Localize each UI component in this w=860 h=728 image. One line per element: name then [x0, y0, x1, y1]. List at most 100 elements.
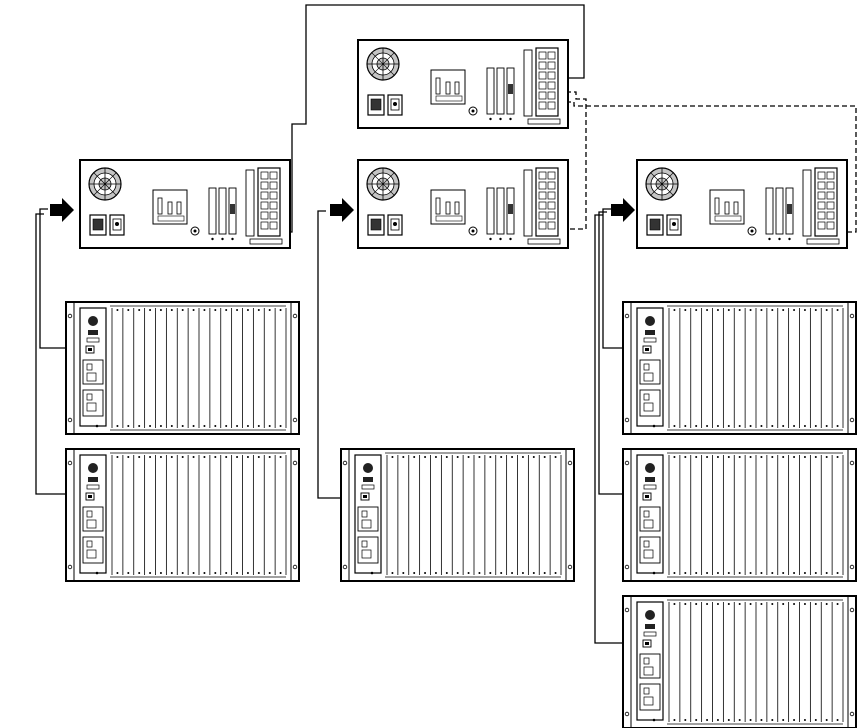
slot-screw	[837, 572, 839, 574]
slot-screw	[171, 309, 173, 311]
slot-screw	[500, 456, 502, 458]
slot-screw	[413, 456, 415, 458]
slot-screw	[511, 456, 513, 458]
slot-screw	[782, 425, 784, 427]
slot-screw	[116, 425, 118, 427]
slot-screw	[750, 719, 752, 721]
slot-screw	[544, 572, 546, 574]
slot-screw	[771, 456, 773, 458]
slot-screw	[782, 309, 784, 311]
slot-screw	[138, 572, 140, 574]
slot-screw	[225, 456, 227, 458]
slot-screw	[750, 309, 752, 311]
slot-screw	[203, 572, 205, 574]
slot-screw	[149, 309, 151, 311]
slot-screw	[127, 572, 129, 574]
slot-screw	[695, 572, 697, 574]
slot-screw	[717, 456, 719, 458]
slot-screw	[555, 572, 557, 574]
slot-screw	[193, 456, 195, 458]
slot-screw	[684, 719, 686, 721]
slot-screw	[511, 572, 513, 574]
host-right	[637, 160, 847, 248]
slot-screw	[182, 572, 184, 574]
slot-screw	[826, 425, 828, 427]
slot-screw	[815, 425, 817, 427]
slot-screw	[793, 456, 795, 458]
slot-screw	[214, 309, 216, 311]
slot-screw	[717, 719, 719, 721]
slot-screw	[280, 572, 282, 574]
slot-screw	[673, 572, 675, 574]
slot-screw	[446, 456, 448, 458]
slot-screw	[214, 425, 216, 427]
slot-screw	[160, 572, 162, 574]
slot-screw	[258, 309, 260, 311]
slot-screw	[280, 425, 282, 427]
slot-screw	[728, 603, 730, 605]
slot-screw	[149, 456, 151, 458]
slot-screw	[203, 456, 205, 458]
slot-screw	[826, 572, 828, 574]
slot-screw	[138, 309, 140, 311]
slot-screw	[435, 456, 437, 458]
slot-screw	[182, 425, 184, 427]
slot-screw	[149, 572, 151, 574]
slot-screw	[728, 719, 730, 721]
slot-screw	[728, 425, 730, 427]
slot-screw	[793, 603, 795, 605]
slot-screw	[815, 719, 817, 721]
slot-screw	[457, 572, 459, 574]
slot-screw	[522, 456, 524, 458]
slot-screw	[424, 456, 426, 458]
slot-screw	[760, 456, 762, 458]
slot-screw	[280, 456, 282, 458]
slot-screw	[478, 572, 480, 574]
slot-screw	[782, 456, 784, 458]
host-center	[358, 160, 568, 248]
slot-screw	[793, 425, 795, 427]
slot-screw	[258, 456, 260, 458]
slot-screw	[782, 572, 784, 574]
slot-screw	[258, 425, 260, 427]
slot-screw	[706, 456, 708, 458]
slot-screw	[258, 572, 260, 574]
slot-screw	[182, 309, 184, 311]
slot-screw	[837, 425, 839, 427]
slot-screw	[193, 425, 195, 427]
slot-screw	[760, 572, 762, 574]
slot-screw	[684, 309, 686, 311]
slot-screw	[695, 603, 697, 605]
slot-screw	[544, 456, 546, 458]
slot-screw	[673, 425, 675, 427]
slot-screw	[446, 572, 448, 574]
slot-screw	[782, 603, 784, 605]
slot-screw	[706, 572, 708, 574]
slot-screw	[804, 425, 806, 427]
slot-screw	[717, 603, 719, 605]
slot-screw	[695, 309, 697, 311]
slot-screw	[684, 603, 686, 605]
slot-screw	[728, 309, 730, 311]
slot-screw	[717, 309, 719, 311]
slot-screw	[247, 456, 249, 458]
slot-screw	[171, 425, 173, 427]
slot-screw	[116, 309, 118, 311]
slot-screw	[269, 572, 271, 574]
slot-screw	[826, 603, 828, 605]
slot-screw	[236, 456, 238, 458]
slot-screw	[269, 456, 271, 458]
slot-screw	[815, 309, 817, 311]
slot-screw	[771, 425, 773, 427]
host-top-center	[358, 40, 568, 128]
arrow-right-host	[611, 198, 635, 222]
slot-screw	[138, 425, 140, 427]
slot-screw	[391, 456, 393, 458]
slot-screw	[826, 456, 828, 458]
slot-screw	[695, 456, 697, 458]
slot-screw	[236, 572, 238, 574]
slot-screw	[706, 603, 708, 605]
slot-screw	[826, 309, 828, 311]
slot-screw	[760, 719, 762, 721]
slot-screw	[837, 719, 839, 721]
